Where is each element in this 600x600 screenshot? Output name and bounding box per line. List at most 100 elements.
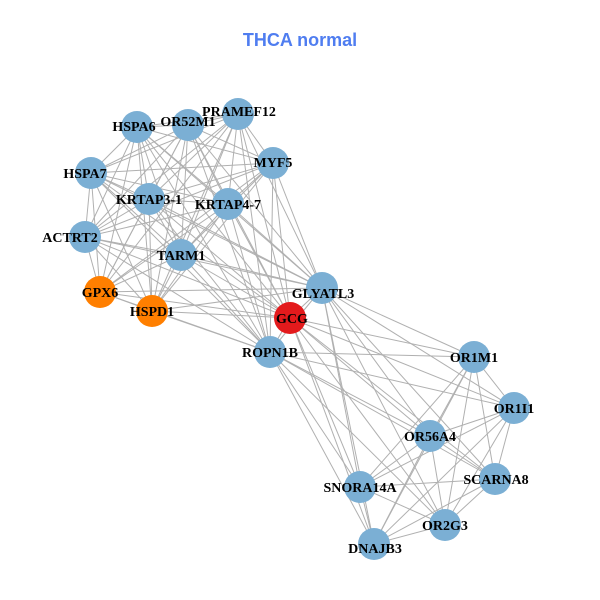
edge bbox=[151, 310, 271, 353]
node-or52m1[interactable] bbox=[172, 109, 204, 141]
edge bbox=[84, 236, 271, 353]
chart-title: THCA normal bbox=[242, 30, 358, 50]
edge bbox=[227, 203, 271, 353]
edge bbox=[321, 287, 515, 409]
edge bbox=[90, 113, 239, 174]
node-scarna8[interactable] bbox=[479, 463, 511, 495]
edge bbox=[289, 317, 431, 437]
edge bbox=[444, 356, 475, 526]
edge bbox=[359, 356, 475, 488]
edge bbox=[99, 287, 323, 293]
node-or56a4[interactable] bbox=[414, 420, 446, 452]
edge bbox=[321, 287, 475, 358]
node-label: SCARNA8 bbox=[463, 473, 528, 488]
node-label: HSPA6 bbox=[112, 120, 155, 135]
edge bbox=[180, 124, 189, 256]
node-hspa6[interactable] bbox=[121, 111, 153, 143]
edge bbox=[289, 317, 515, 409]
node-label: ACTRT2 bbox=[42, 231, 98, 246]
edge bbox=[151, 310, 291, 319]
edge bbox=[269, 351, 515, 409]
edge bbox=[99, 113, 239, 293]
node-or1i1[interactable] bbox=[498, 392, 530, 424]
edge bbox=[151, 287, 323, 312]
node-label: OR52M1 bbox=[160, 115, 215, 130]
edge bbox=[272, 162, 323, 289]
edge bbox=[269, 351, 431, 437]
node-pramef12[interactable] bbox=[222, 98, 254, 130]
edge bbox=[180, 254, 271, 353]
edge bbox=[227, 203, 323, 289]
edge bbox=[359, 478, 496, 488]
node-hspa7[interactable] bbox=[75, 157, 107, 189]
node-label: OR1I1 bbox=[494, 402, 534, 417]
node-label: GCG bbox=[276, 312, 308, 327]
edge bbox=[269, 351, 361, 488]
edge bbox=[187, 124, 271, 353]
edge bbox=[84, 124, 189, 238]
edge bbox=[227, 203, 291, 319]
edge bbox=[321, 287, 431, 437]
edge bbox=[289, 317, 446, 526]
edge bbox=[90, 172, 153, 312]
edge bbox=[84, 236, 153, 312]
edge bbox=[289, 317, 496, 480]
node-gcg[interactable] bbox=[274, 302, 306, 334]
edge bbox=[148, 113, 239, 200]
node-label: OR1M1 bbox=[450, 351, 498, 366]
edge bbox=[99, 162, 274, 293]
node-glyatl3[interactable] bbox=[306, 272, 338, 304]
node-actrt2[interactable] bbox=[69, 221, 101, 253]
edge bbox=[272, 162, 291, 319]
edge bbox=[321, 287, 496, 480]
node-label: HSPD1 bbox=[130, 305, 174, 320]
node-myf5[interactable] bbox=[257, 147, 289, 179]
edge bbox=[151, 124, 189, 312]
edge bbox=[237, 113, 271, 353]
edge bbox=[90, 172, 323, 289]
edge bbox=[84, 203, 229, 238]
edge bbox=[321, 287, 446, 526]
node-label: SNORA14A bbox=[323, 481, 397, 496]
node-label: OR56A4 bbox=[404, 430, 456, 445]
node-krtap4-7[interactable] bbox=[212, 188, 244, 220]
edge bbox=[289, 317, 375, 545]
node-label: HSPA7 bbox=[63, 167, 106, 182]
edge bbox=[148, 162, 274, 200]
edge bbox=[237, 113, 291, 319]
node-krtap3-1[interactable] bbox=[133, 183, 165, 215]
edge bbox=[321, 287, 375, 545]
edge bbox=[148, 198, 153, 312]
edge bbox=[148, 198, 291, 319]
node-ropn1b[interactable] bbox=[254, 336, 286, 368]
edge bbox=[269, 351, 375, 545]
node-snora14a[interactable] bbox=[344, 471, 376, 503]
edge bbox=[148, 198, 323, 289]
edge bbox=[84, 162, 274, 238]
edge bbox=[90, 172, 182, 256]
edge bbox=[187, 124, 323, 289]
node-label: ROPN1B bbox=[242, 346, 298, 361]
edge bbox=[180, 254, 291, 319]
node-tarm1[interactable] bbox=[165, 239, 197, 271]
edge bbox=[373, 435, 431, 545]
node-label: TARM1 bbox=[157, 249, 206, 264]
node-label: KRTAP3-1 bbox=[116, 193, 182, 208]
node-gpx6[interactable] bbox=[84, 276, 116, 308]
edge bbox=[84, 236, 323, 289]
edge bbox=[373, 407, 515, 545]
edge bbox=[90, 124, 189, 174]
node-or2g3[interactable] bbox=[429, 509, 461, 541]
edge bbox=[151, 113, 239, 312]
edge bbox=[180, 254, 323, 289]
edge bbox=[90, 162, 274, 174]
node-or1m1[interactable] bbox=[458, 341, 490, 373]
edge bbox=[136, 126, 153, 312]
node-label: KRTAP4-7 bbox=[195, 198, 261, 213]
node-dnajb3[interactable] bbox=[358, 528, 390, 560]
edge bbox=[269, 351, 496, 480]
node-hspd1[interactable] bbox=[136, 295, 168, 327]
